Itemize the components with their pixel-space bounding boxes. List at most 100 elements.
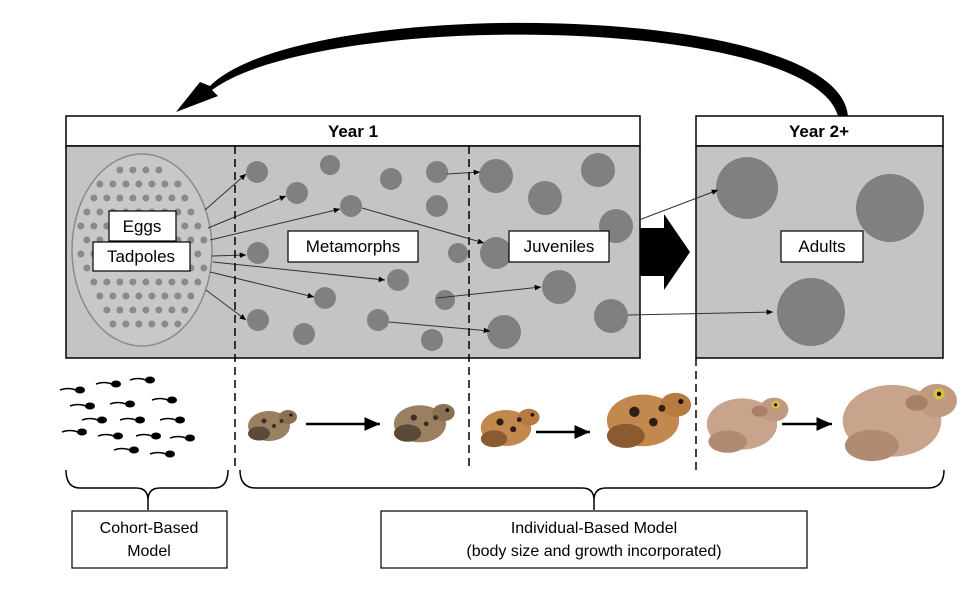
egg-dot [116, 306, 124, 314]
tadpole-icon-group [59, 376, 195, 458]
individual-model-line2: (body size and growth incorporated) [466, 543, 721, 560]
tadpole-icon [59, 386, 85, 394]
egg-dot [135, 180, 143, 188]
individual-circle [247, 242, 269, 264]
tadpole-body [135, 416, 145, 424]
egg-dot [200, 264, 208, 272]
tadpole-icon [81, 416, 107, 424]
egg-dot [155, 306, 163, 314]
tadpole-body [167, 396, 177, 404]
egg-dot [77, 222, 85, 230]
growth-arrow [205, 289, 247, 321]
egg-dot [116, 166, 124, 174]
individual-circle [421, 329, 443, 351]
egg-dot [194, 222, 202, 230]
growth-arrow [204, 173, 247, 211]
juveniles-label: Juveniles [524, 237, 595, 256]
growth-arrow [209, 207, 341, 241]
year1-label: Year 1 [328, 122, 378, 141]
egg-dot [129, 306, 137, 314]
tadpole-tail [81, 417, 99, 421]
adults-label-box [780, 230, 864, 263]
egg-dot [109, 180, 117, 188]
tadpole-tail [129, 377, 147, 381]
cohort-model-box [71, 510, 228, 569]
egg-dot [148, 292, 156, 300]
eggs-label-box [108, 210, 177, 242]
juveniles-label-box [508, 230, 610, 263]
metamorph-toad-icon [248, 410, 297, 441]
growth-arrows [204, 169, 774, 334]
egg-dot [161, 292, 169, 300]
egg-dot [122, 320, 130, 328]
growth-arrow [627, 309, 774, 316]
individual-circles [246, 153, 924, 351]
tadpole-icon [149, 450, 175, 458]
tadpole-tail [119, 417, 137, 421]
individual-circle [528, 181, 562, 215]
egg-dot [155, 194, 163, 202]
egg-dot [148, 320, 156, 328]
tadpole-icon [97, 432, 123, 440]
egg-dot [122, 180, 130, 188]
egg-dot [181, 306, 189, 314]
egg-dot [194, 250, 202, 258]
metamorph-toad-icon [393, 403, 455, 443]
egg-dot [90, 222, 98, 230]
individual-circle [480, 237, 512, 269]
egg-dot [103, 194, 111, 202]
egg-dot [161, 320, 169, 328]
tadpole-icon [109, 400, 135, 408]
egg-dot [135, 292, 143, 300]
individual-circle [581, 153, 615, 187]
egg-dot [168, 278, 176, 286]
growth-arrow [638, 189, 719, 221]
tadpole-icon [129, 376, 155, 384]
egg-dot [194, 278, 202, 286]
cycle-arrow-icon [176, 22, 848, 116]
egg-dot [83, 236, 91, 244]
tadpole-tail [109, 401, 127, 405]
individual-circle [247, 309, 269, 331]
tadpole-icon [61, 428, 87, 436]
tadpole-icon [113, 446, 139, 454]
egg-dot [181, 194, 189, 202]
egg-dot [109, 292, 117, 300]
individual-circle [435, 290, 455, 310]
tadpole-body [145, 376, 155, 384]
individual-circle [856, 174, 924, 242]
egg-dot [103, 306, 111, 314]
egg-dot [187, 292, 195, 300]
tadpole-icon [169, 434, 195, 442]
adults-label: Adults [798, 237, 845, 256]
individual-circle [293, 323, 315, 345]
individual-circle [426, 195, 448, 217]
individual-circle [286, 182, 308, 204]
tadpole-body [165, 450, 175, 458]
tadpole-body [111, 380, 121, 388]
tadpoles-label-box [92, 241, 191, 272]
individual-circle [380, 168, 402, 190]
tadpole-tail [149, 451, 167, 455]
tadpole-tail [59, 387, 77, 391]
individual-circle [367, 309, 389, 331]
cohort-model-line2: Model [127, 543, 171, 560]
tadpole-tail [151, 397, 169, 401]
individual-model-line1: Individual-Based Model [511, 520, 677, 537]
individual-circle [246, 161, 268, 183]
cohort-model-line1: Cohort-Based [100, 520, 199, 537]
egg-dot [161, 180, 169, 188]
tadpole-tail [159, 417, 177, 421]
individual-circle [479, 159, 513, 193]
egg-dot [174, 320, 182, 328]
egg-dot [135, 320, 143, 328]
egg-dot [90, 278, 98, 286]
egg-dot [181, 222, 189, 230]
metamorphs-label-box [287, 230, 419, 263]
stage-arrow-icon [640, 214, 690, 290]
tadpole-icon [69, 402, 95, 410]
tadpole-icon [151, 396, 177, 404]
tadpole-body [97, 416, 107, 424]
individual-circle [716, 157, 778, 219]
